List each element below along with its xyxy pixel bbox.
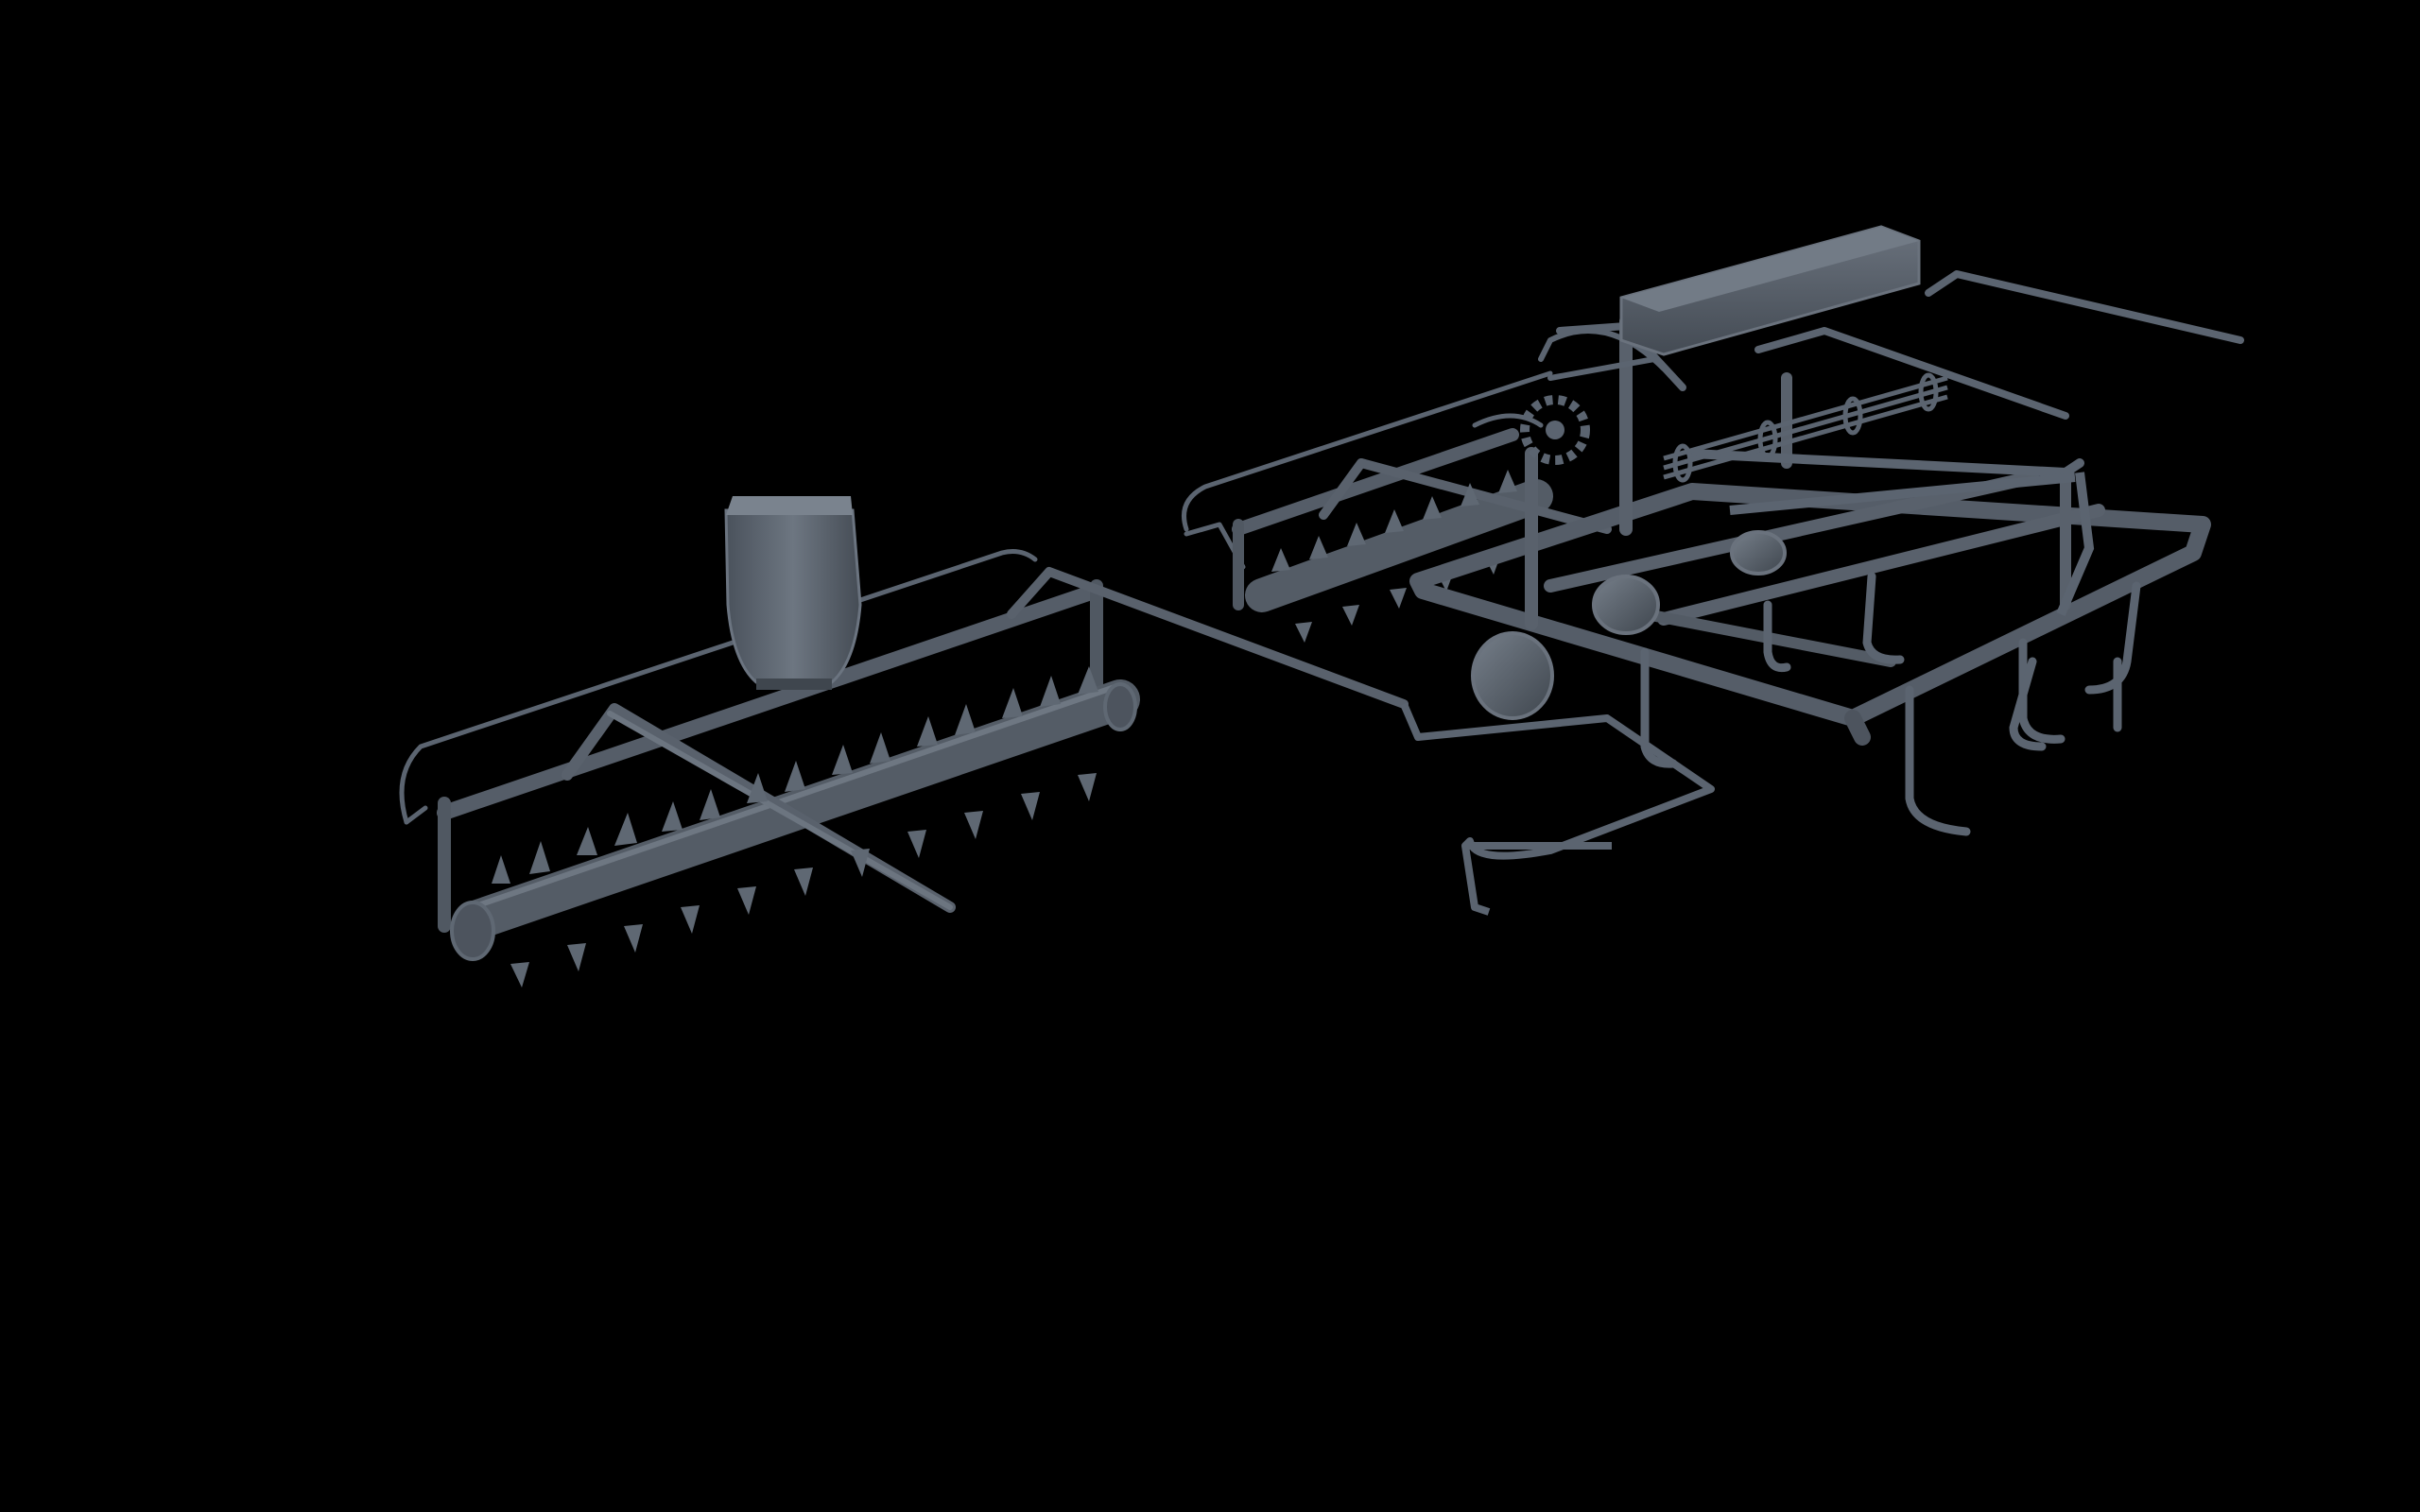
main-beam [437, 583, 1104, 820]
link-arm [1007, 567, 1409, 709]
tow-hitch [1400, 702, 1715, 916]
guide-rail-mid [1182, 370, 1553, 532]
arm-right-2 [1754, 327, 2069, 420]
seed-box [1619, 225, 1921, 356]
depth-wheels [1471, 530, 1787, 720]
spikes-left [492, 666, 1098, 988]
hydraulic-arm [1729, 472, 2095, 616]
middle-roller-unit [1182, 370, 1612, 612]
left-roller-unit [399, 549, 1409, 961]
seed-hopper [724, 496, 862, 690]
spiked-roller-rear [1245, 479, 1553, 612]
cage-roller [1663, 372, 1948, 483]
sprocket [1520, 395, 1590, 465]
guide-rail [399, 549, 1038, 825]
cultivator-frame [1409, 270, 2244, 746]
arm-right-1 [1925, 270, 2244, 344]
